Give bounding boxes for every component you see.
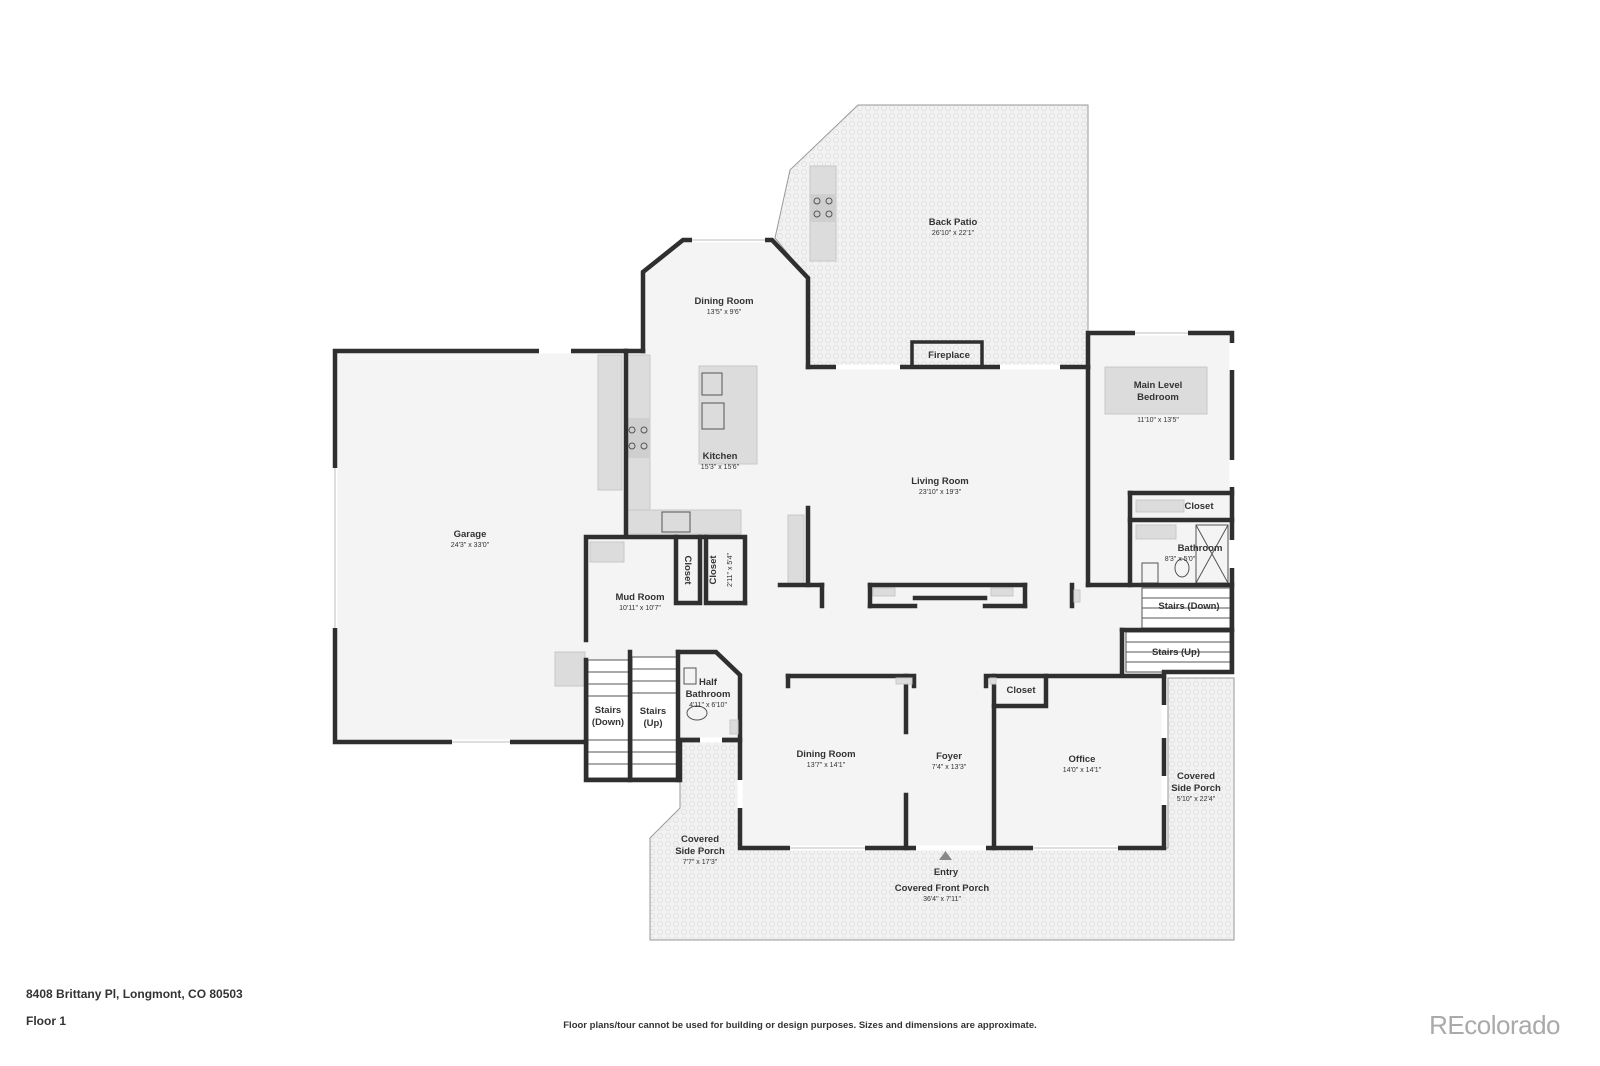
brand-logo: REcolorado — [1429, 1010, 1560, 1040]
living-label: Living Room — [911, 476, 969, 487]
closet-bed-label: Closet — [1184, 501, 1214, 512]
entry-label: Entry — [934, 867, 959, 878]
address-text: 8408 Brittany Pl, Longmont, CO 80503 — [26, 987, 243, 1001]
side-porch-right-line1: Covered — [1177, 771, 1215, 782]
dining-upper-dim: 13'5" x 9'6" — [707, 309, 742, 316]
foyer-dim: 7'4" x 13'3" — [932, 764, 967, 771]
bedroom-dim: 11'10" x 13'5" — [1137, 417, 1179, 424]
bathroom-label: Bathroom — [1178, 543, 1223, 554]
kitchen-island — [698, 365, 758, 465]
stairs-up-left-line2: (Up) — [644, 718, 663, 729]
stairs-down-right-label: Stairs (Down) — [1158, 601, 1219, 612]
interior-fill — [335, 240, 1232, 848]
foyer-label: Foyer — [936, 751, 962, 762]
closet-mud-label: Closet — [682, 555, 693, 585]
side-porch-left-line2: Side Porch — [675, 846, 725, 857]
entry-arrow-icon — [939, 851, 952, 860]
stairs-right — [1125, 587, 1231, 673]
bed — [1104, 366, 1208, 415]
office-dim: 14'0" x 14'1" — [1063, 767, 1102, 774]
closet-small-dim: 2'11" x 5'4" — [727, 552, 734, 586]
side-porch-right-line2: Side Porch — [1171, 783, 1221, 794]
mud-room-label: Mud Room — [615, 592, 664, 603]
disclaimer-text: Floor plans/tour cannot be used for buil… — [563, 1020, 1037, 1031]
closet-small-label: Closet — [708, 555, 719, 585]
kitchen-dim: 15'3" x 15'6" — [701, 464, 740, 471]
mud-room-dim: 10'11" x 10'7" — [619, 605, 661, 612]
bedroom-label-line1: Main Level — [1134, 380, 1183, 391]
half-bath-line2: Bathroom — [686, 689, 731, 700]
lower-counter — [625, 509, 742, 535]
garage-counter — [597, 354, 623, 491]
stairs-up-left-line1: Stairs — [640, 706, 666, 717]
front-porch-dim: 36'4" x 7'11" — [923, 896, 961, 903]
garage-label: Garage — [454, 529, 487, 540]
back-patio-label: Back Patio — [929, 217, 978, 228]
kitchen-label: Kitchen — [703, 451, 738, 462]
dining-upper-label: Dining Room — [694, 296, 753, 307]
closet-office-label: Closet — [1006, 685, 1036, 696]
stairs-down-left-line2: (Down) — [592, 717, 624, 728]
living-dim: 23'10" x 19'3" — [919, 489, 962, 496]
stairs-down-left-line1: Stairs — [595, 705, 621, 716]
stairs-up-right-label: Stairs (Up) — [1152, 647, 1200, 658]
cooktop — [626, 418, 650, 458]
windows — [332, 237, 1235, 851]
office-label: Office — [1069, 754, 1096, 765]
dining-lower-dim: 13'7" x 14'1" — [807, 762, 846, 769]
garage-dim: 24'3" x 33'0" — [451, 542, 490, 549]
floor-label: Floor 1 — [26, 1014, 67, 1028]
side-porch-right-dim: 5'10" x 22'4" — [1177, 796, 1216, 803]
half-bath-line1: Half — [699, 677, 718, 688]
fireplace-label: Fireplace — [928, 350, 970, 361]
bathroom-dim: 8'3" x 5'0" — [1165, 556, 1196, 563]
side-porch-left-dim: 7'7" x 17'3" — [683, 859, 718, 866]
side-porch-left-line1: Covered — [681, 834, 719, 845]
half-bath-dim: 4'11" x 6'10" — [689, 702, 727, 709]
bedroom-label-line2: Bedroom — [1137, 392, 1179, 403]
back-patio-dim: 26'10" x 22'1" — [932, 230, 975, 237]
front-porch-label: Covered Front Porch — [895, 883, 990, 894]
dining-lower-label: Dining Room — [796, 749, 855, 760]
